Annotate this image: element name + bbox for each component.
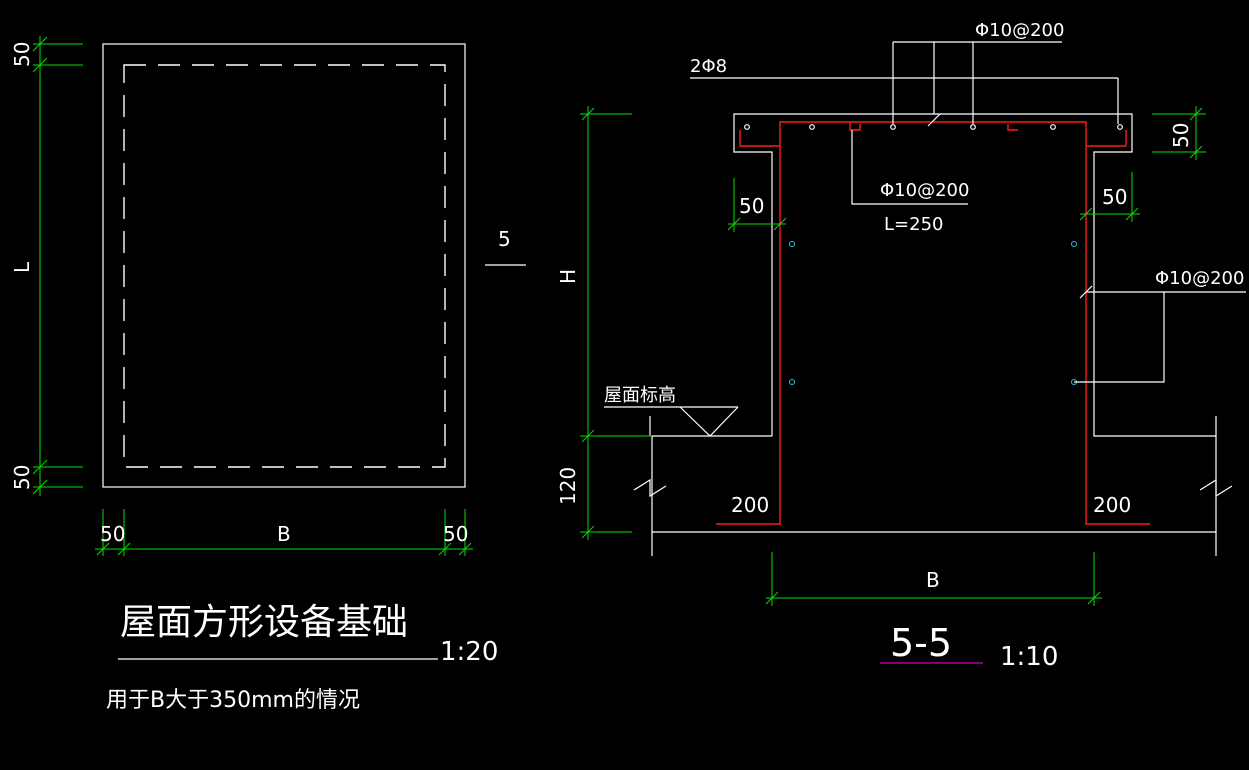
rebar-dot [970, 124, 976, 130]
side-bar-dot [1071, 241, 1077, 247]
side-bar-dot [789, 241, 795, 247]
section-width-label: B [926, 568, 940, 592]
section-scale: 1:10 [1000, 642, 1058, 672]
embed-depth-label: 120 [556, 467, 580, 505]
rebar-dot [1050, 124, 1056, 130]
plan-dim-bottom: 50 [10, 465, 34, 490]
plan-title-block: 屋面方形设备基础 1:20 用于B大于350mm的情况 [106, 602, 498, 713]
section-width-dimension: B [765, 552, 1102, 606]
plan-scale: 1:20 [440, 637, 498, 667]
section-marker-label: 5 [498, 227, 511, 251]
hook-bar-label: Φ10@200 [880, 180, 969, 201]
section-title: 5-5 [890, 621, 952, 665]
anchor-left-label: 200 [731, 493, 769, 517]
roof-level-marker: 屋面标高 [604, 385, 739, 437]
cap-thickness-dimension: 50 [1152, 106, 1206, 160]
plan-view: 50 L 50 50 B 50 5 屋面方形设备基础 [10, 36, 526, 713]
top-stirrup-label: Φ10@200 [975, 20, 1064, 41]
plan-note: 用于B大于350mm的情况 [106, 688, 360, 713]
hook-bar-leader: Φ10@200 L=250 [851, 130, 969, 235]
height-dimension: H 120 [556, 106, 652, 540]
side-bar-dot [789, 379, 795, 385]
top-bars-label: 2Φ8 [690, 56, 727, 77]
rebar-dot [809, 124, 815, 130]
rebar-dot [744, 124, 750, 130]
plan-left-dimension: 50 L 50 [10, 36, 83, 496]
side-bar-leader: Φ10@200 [1074, 268, 1246, 383]
section-title-block: 5-5 1:10 [880, 621, 1058, 672]
cap-thickness-label: 50 [1169, 123, 1193, 148]
plan-dim-length: L [10, 261, 34, 273]
cover-right-dimension: 50 [1079, 172, 1140, 222]
rebar-dot [890, 124, 896, 130]
plan-inner-dashed-outline [123, 64, 446, 468]
hook-length-label: L=250 [884, 214, 943, 235]
plan-dim-left: 50 [100, 522, 125, 546]
section-rebar [716, 121, 1150, 525]
plan-title: 屋面方形设备基础 [120, 602, 408, 643]
section-marker: 5 [485, 227, 526, 266]
plan-dim-right: 50 [443, 522, 468, 546]
cover-right-label: 50 [1102, 185, 1127, 209]
roof-level-label: 屋面标高 [604, 385, 676, 406]
plan-outline [102, 43, 466, 488]
side-bar-label: Φ10@200 [1155, 268, 1244, 289]
cover-left-label: 50 [739, 194, 764, 218]
plan-bottom-dimension: 50 B 50 [95, 509, 473, 556]
plan-dim-width: B [277, 522, 291, 546]
cover-left-dimension: 50 [727, 178, 787, 232]
plan-dim-top: 50 [10, 42, 34, 67]
anchor-right-label: 200 [1093, 493, 1131, 517]
top-rebar-leaders: 2Φ8 Φ10@200 [690, 20, 1119, 127]
height-label: H [556, 269, 580, 284]
rebar-dot [1117, 124, 1123, 130]
section-view: 2Φ8 Φ10@200 Φ10@200 L=250 Φ10@200 [556, 20, 1246, 672]
